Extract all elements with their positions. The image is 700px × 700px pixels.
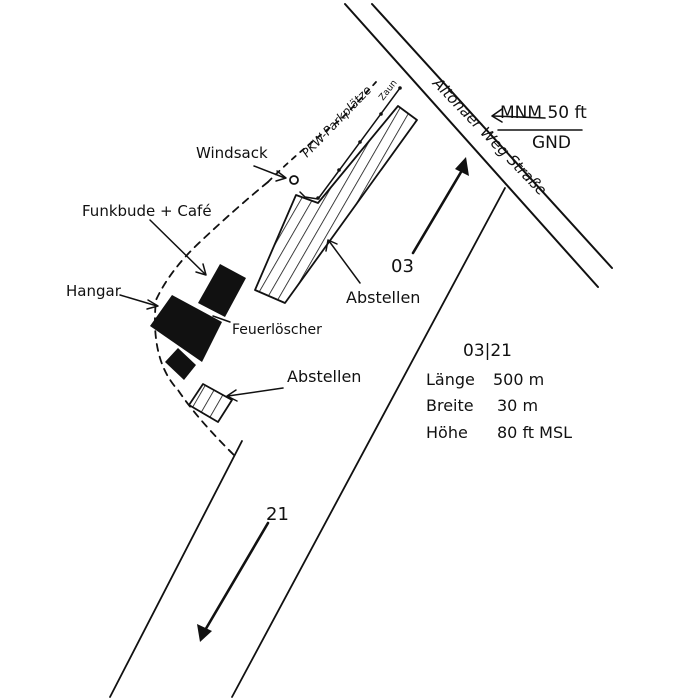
runway-03-label: 03 (391, 256, 414, 277)
elevation-value: 80 ft MSL (497, 423, 572, 442)
width-value: 30 m (497, 396, 538, 415)
road (344, 3, 613, 288)
runway-info: 03|21 Länge 500 m Breite 30 m Höhe 80 ft… (426, 341, 572, 442)
road-edge-left (344, 3, 599, 288)
length-value: 500 m (493, 370, 544, 389)
windsock-icon (289, 175, 299, 185)
parking-boundary (267, 81, 377, 183)
abstellen-top-label: Abstellen (346, 288, 420, 307)
runway-21-label: 21 (266, 504, 289, 525)
runway-designation: 03|21 (463, 341, 512, 361)
runway (109, 187, 506, 698)
hangar-arrow (119, 294, 159, 310)
length-label: Länge (426, 370, 475, 389)
runway-21-arrow (197, 521, 270, 642)
feuerloescher-leader (212, 315, 231, 323)
funkbude-label: Funkbude + Café (82, 202, 212, 220)
hangar-label: Hangar (66, 282, 122, 300)
funkbude-building (198, 264, 246, 317)
hangar-annex-building (165, 348, 196, 380)
abstellen-small-hatched (188, 383, 233, 423)
parking-area-hatched (254, 105, 418, 304)
elevation-label: Höhe (426, 423, 468, 442)
runway-edge-left (109, 440, 243, 698)
windsack-label: Windsack (196, 144, 268, 162)
gnd-label: GND (532, 133, 571, 153)
width-label: Breite (426, 396, 474, 415)
fence-label: Zaun (377, 78, 399, 102)
abstellen-bottom-arrow (226, 387, 284, 402)
abstellen-top-arrow (325, 239, 361, 284)
fence-line (299, 86, 402, 200)
mnm-arrow (491, 108, 546, 123)
runway-edge-right (231, 187, 506, 698)
funkbude-arrow (149, 219, 207, 276)
hangar-building (150, 295, 222, 362)
mnm-label: MNM 50 ft (500, 103, 587, 123)
abstellen-bottom-label: Abstellen (287, 367, 361, 386)
feuerloescher-label: Feuerlöscher (232, 322, 322, 338)
runway-03-arrow (411, 157, 469, 255)
road-edge-right (371, 3, 613, 269)
windsack-arrow (253, 165, 287, 182)
